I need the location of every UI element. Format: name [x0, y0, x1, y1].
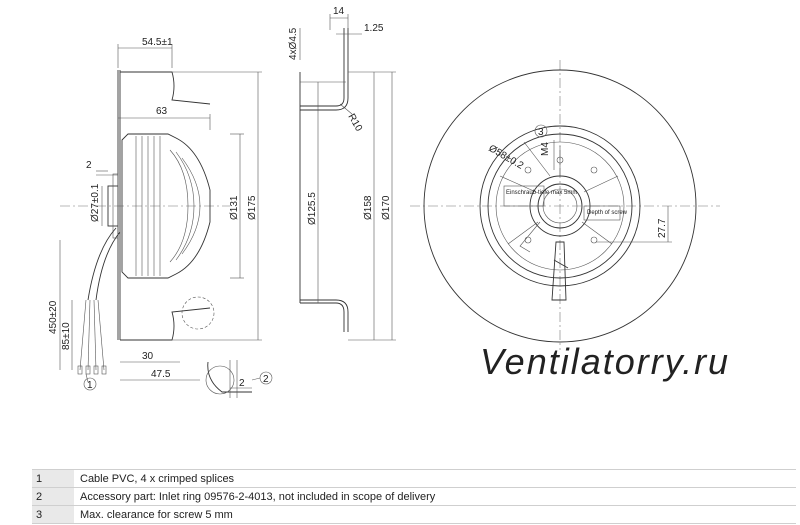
label-screw-depth: Einschraub-tiefe max 5mm	[506, 190, 577, 196]
side-view: 54.5±1 63 2 Ø27±0.1 Ø131 Ø175 450±20 85±…	[48, 37, 273, 398]
housing-circle	[479, 125, 641, 287]
dim-47-5: 47.5	[151, 369, 171, 380]
dim-14: 14	[333, 6, 345, 17]
dim-2-detail: 2	[239, 378, 245, 389]
impeller-outer-circle	[423, 69, 697, 343]
dim-27-7: 27.7	[657, 218, 668, 238]
side-view-dimension-lines	[59, 44, 262, 389]
legend-text: Cable PVC, 4 x crimped splices	[74, 469, 796, 488]
dim-450: 450±20	[48, 300, 59, 334]
dim-125-5: Ø125.5	[307, 192, 318, 225]
dim-54-5: 54.5±1	[142, 37, 173, 48]
dim-85: 85±10	[61, 322, 72, 350]
callout-2: 2	[263, 374, 269, 385]
watermark: Ventilatorry.ru	[480, 341, 730, 382]
legend-text: Max. clearance for screw 5 mm	[74, 505, 796, 524]
label-depth-of-screw: Depth of screw	[587, 210, 628, 216]
legend-table: 1 Cable PVC, 4 x crimped splices 2 Acces…	[32, 469, 796, 524]
technical-drawing: 54.5±1 63 2 Ø27±0.1 Ø131 Ø175 450±20 85±…	[48, 6, 730, 398]
legend-row: 1 Cable PVC, 4 x crimped splices	[32, 469, 796, 488]
legend-text: Accessory part: Inlet ring 09576-2-4013,…	[74, 487, 796, 506]
section-view: 14 1.25 4xØ4.5 R10 Ø125.5 Ø158 Ø170	[288, 6, 396, 341]
dim-m4: M4	[540, 142, 551, 156]
dim-27: Ø27±0.1	[90, 183, 101, 222]
legend-number: 2	[32, 487, 74, 506]
motor-fins	[135, 136, 201, 276]
dim-30: 30	[142, 351, 154, 362]
spokes	[499, 146, 619, 253]
legend-row: 2 Accessory part: Inlet ring 09576-2-401…	[32, 487, 796, 506]
dim-175: Ø175	[247, 195, 258, 220]
cable-wires	[77, 299, 107, 375]
legend-number: 3	[32, 505, 74, 524]
callout-3: 3	[538, 127, 544, 138]
legend-row: 3 Max. clearance for screw 5 mm	[32, 505, 796, 524]
dim-170: Ø170	[381, 195, 392, 220]
mounting-holes	[524, 156, 598, 244]
dim-4x4-5: 4xØ4.5	[288, 27, 299, 60]
front-view: Einschraub-tiefe max 5mm Depth of screw …	[410, 60, 720, 350]
front-view-dimension-lines	[523, 140, 672, 243]
dim-158: Ø158	[363, 195, 374, 220]
dim-r10: R10	[345, 112, 364, 134]
section-view-dimension-lines	[299, 14, 396, 341]
dim-2-top: 2	[86, 160, 92, 171]
dim-131: Ø131	[229, 195, 240, 220]
callout-1: 1	[87, 380, 93, 391]
dim-63: 63	[156, 106, 168, 117]
legend-number: 1	[32, 469, 74, 488]
dim-1-25: 1.25	[364, 23, 384, 34]
